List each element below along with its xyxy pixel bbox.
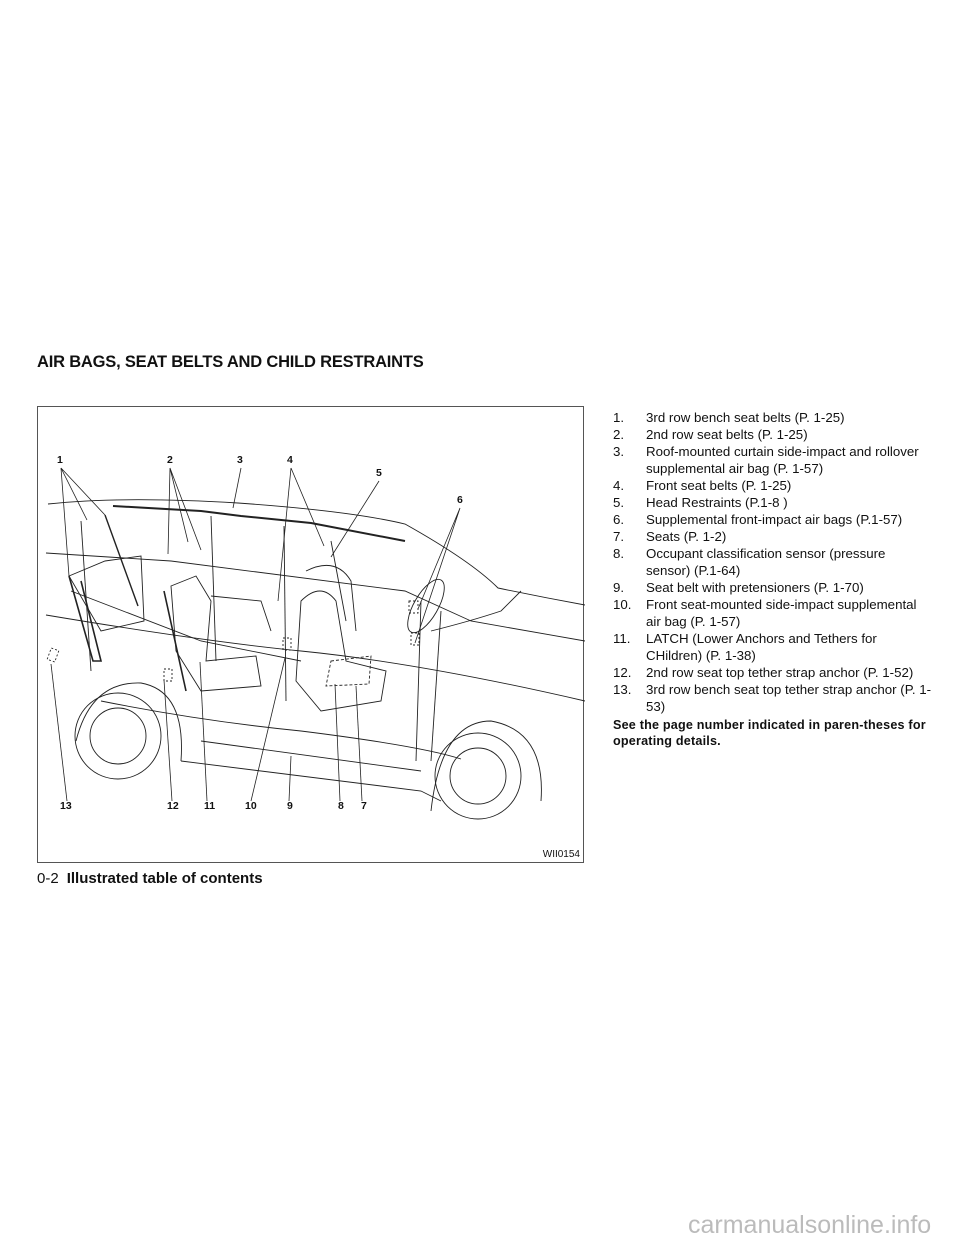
callout-7: 7 xyxy=(361,800,367,812)
item-text: LATCH (Lower Anchors and Tethers for CHi… xyxy=(646,631,877,663)
callout-3: 3 xyxy=(237,454,243,466)
callout-10: 10 xyxy=(245,800,257,812)
item-number: 8. xyxy=(613,546,625,561)
list-item: 12. 2nd row seat top tether strap anchor … xyxy=(613,664,933,681)
legend-list: 1.3rd row bench seat belts (P. 1-25) 2.2… xyxy=(613,409,933,749)
callout-1: 1 xyxy=(57,454,63,466)
item-text: 2nd row seat top tether strap anchor (P.… xyxy=(646,665,914,680)
list-item: 11. LATCH (Lower Anchors and Tethers for … xyxy=(613,630,933,664)
operating-note: See the page number indicated in paren-t… xyxy=(613,718,926,748)
list-item: 9. Seat belt with pretensioners (P. 1-70) xyxy=(613,579,933,596)
callout-8: 8 xyxy=(338,800,344,812)
item-text: Seat belt with pretensioners (P. 1-70) xyxy=(646,580,864,595)
item-text: Head Restraints (P.1-8 ) xyxy=(646,495,788,510)
item-text: Supplemental front-impact air bags (P.1-… xyxy=(646,512,903,527)
callout-13: 13 xyxy=(60,800,72,812)
item-number: 10. xyxy=(613,597,632,612)
item-number: 4. xyxy=(613,478,625,493)
item-text: Occupant classification sensor (pressure… xyxy=(646,546,886,578)
footer-title: Illustrated table of contents xyxy=(66,870,263,887)
item-number: 3. xyxy=(613,444,625,459)
item-text: 3rd row bench seat top tether strap anch… xyxy=(646,682,932,714)
item-text: Seats (P. 1-2) xyxy=(646,529,727,544)
callout-12: 12 xyxy=(167,800,179,812)
list-item: 13. 3rd row bench seat top tether strap a… xyxy=(613,681,933,715)
callout-5: 5 xyxy=(376,467,382,479)
item-text: 3rd row bench seat belts (P. 1-25) xyxy=(646,410,845,425)
list-item: 4. Front seat belts (P. 1-25) xyxy=(613,477,933,494)
list-item: 3. Roof-mounted curtain side-impact and r… xyxy=(613,443,933,477)
page-number: 0-2 xyxy=(37,870,59,887)
callout-11: 11 xyxy=(204,800,216,812)
figure-code: WII0154 xyxy=(542,849,580,860)
watermark: carmanualsonline.info xyxy=(688,1211,932,1239)
list-item: 10. Front seat-mounted side-impact supple… xyxy=(613,596,933,630)
list-item: 8. Occupant classification sensor (pressu… xyxy=(613,545,933,579)
item-number: 2. xyxy=(613,427,625,442)
item-number: 9. xyxy=(613,580,625,595)
list-item: 1. 3rd row bench seat belts (P. 1-25) xyxy=(613,409,933,426)
list-item: 6. Supplemental front-impact air bags (P.… xyxy=(613,511,933,528)
callout-9: 9 xyxy=(287,800,293,812)
item-text: 2nd row seat belts (P. 1-25) xyxy=(646,427,808,442)
item-number: 12. xyxy=(613,665,632,680)
list-item: 2. 2nd row seat belts (P. 1-25) xyxy=(613,426,933,443)
item-text: Front seat-mounted side-impact supplemen… xyxy=(646,597,917,629)
callout-2: 2 xyxy=(167,454,173,466)
callout-6: 6 xyxy=(457,494,463,506)
item-number: 5. xyxy=(613,495,625,510)
item-number: 6. xyxy=(613,512,625,527)
item-number: 13. xyxy=(613,682,632,697)
item-text: Roof-mounted curtain side-impact and rol… xyxy=(646,444,919,476)
item-number: 11. xyxy=(613,631,631,646)
vehicle-restraints-illustration: 1 2 3 4 5 6 7 8 9 10 11 12 13 WII0154 xyxy=(37,406,585,863)
item-number: 7. xyxy=(613,529,625,544)
callout-4: 4 xyxy=(287,454,293,466)
car-line-drawing xyxy=(45,467,585,820)
item-text: Front seat belts (P. 1-25) xyxy=(646,478,792,493)
list-item: 7. Seats (P. 1-2) xyxy=(613,528,933,545)
page-footer: 0-2 Illustrated table of contents xyxy=(37,870,263,887)
list-item: 5. Head Restraints (P.1-8 ) xyxy=(613,494,933,511)
section-title: AIR BAGS, SEAT BELTS AND CHILD RESTRAINT… xyxy=(37,353,424,371)
item-number: 1. xyxy=(613,410,625,425)
